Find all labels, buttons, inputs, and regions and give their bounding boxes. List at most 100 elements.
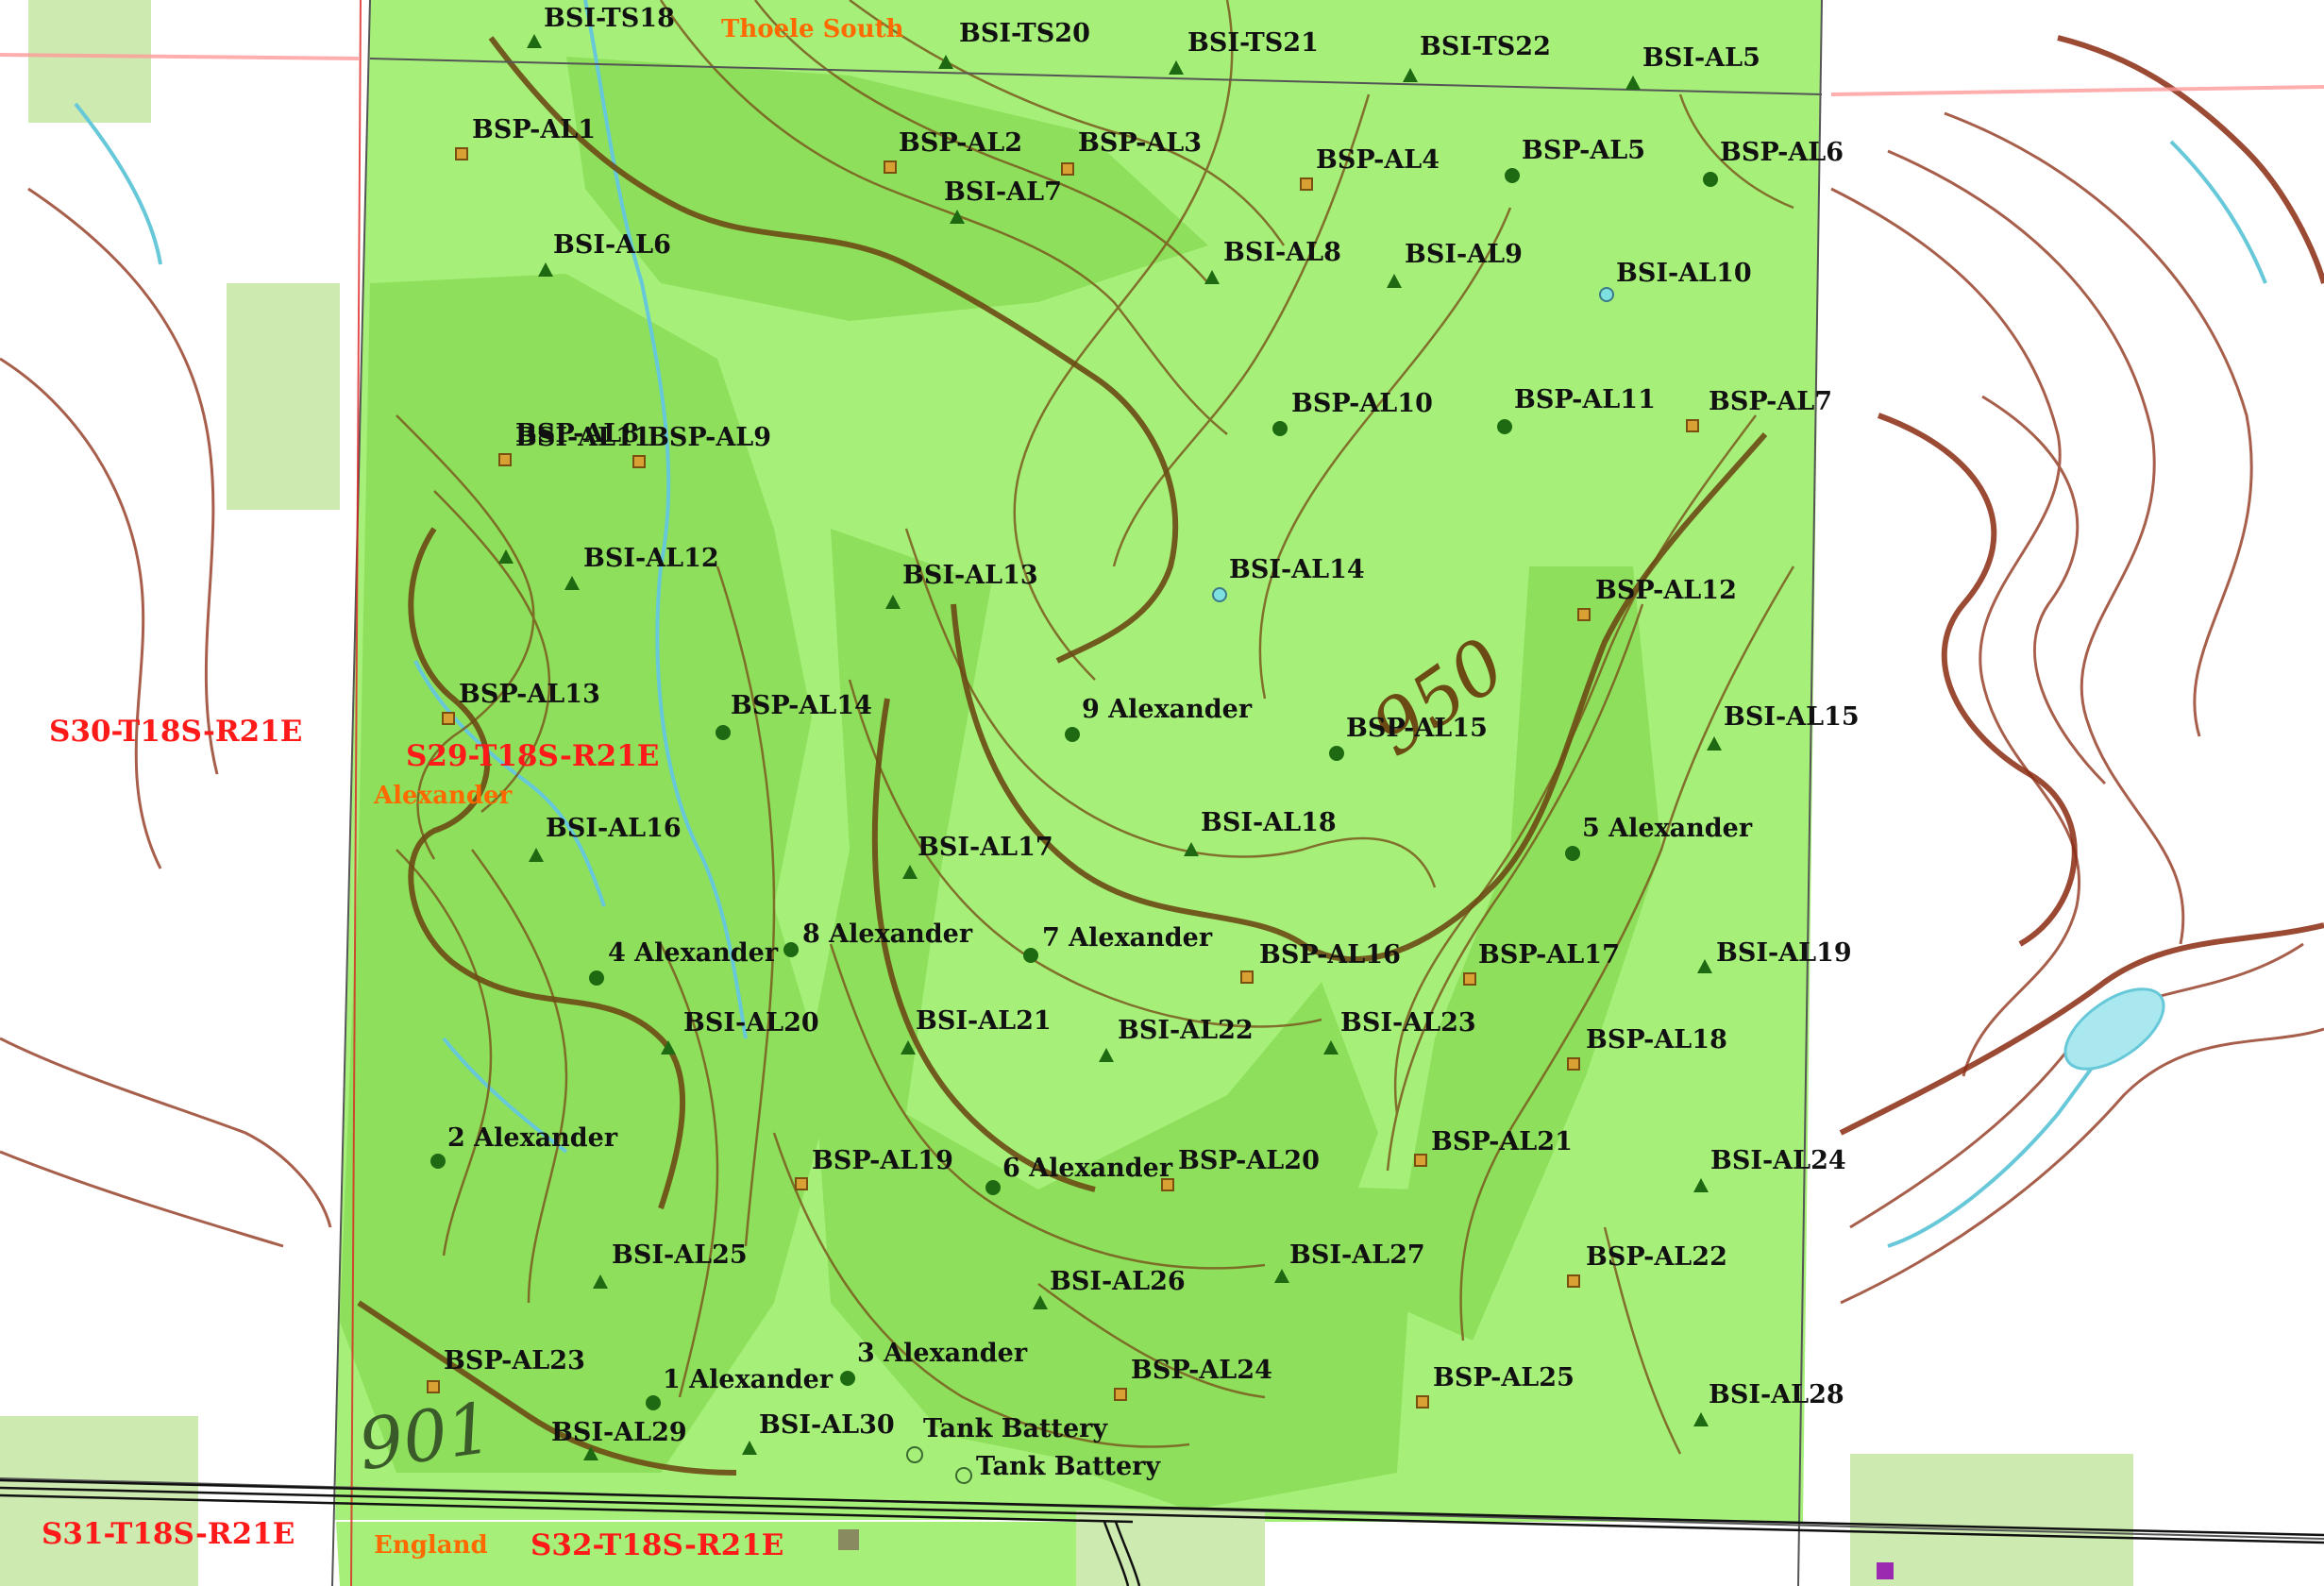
injection-symbol-bsi-al20-icon[interactable] bbox=[661, 1040, 676, 1055]
producer-symbol-bsp-al19-icon[interactable] bbox=[795, 1177, 808, 1190]
oil-well-symbol-9-alexander-icon[interactable] bbox=[1065, 727, 1080, 742]
oil-well-symbol-7-alexander-icon[interactable] bbox=[1023, 948, 1038, 963]
well-label-bsp-al14: BSP-AL14 bbox=[731, 691, 872, 720]
injection-symbol-bsi-al7-icon[interactable] bbox=[950, 210, 965, 224]
producer-symbol-bsp-al1-icon[interactable] bbox=[455, 147, 468, 160]
well-label-bsp-al11: BSP-AL11 bbox=[1514, 385, 1656, 414]
producer-symbol-bsp-al3-icon[interactable] bbox=[1061, 162, 1074, 176]
injection-symbol-bsi-al30-icon[interactable] bbox=[742, 1441, 757, 1455]
injection-symbol-bsi-al21-icon[interactable] bbox=[901, 1040, 916, 1055]
injection-symbol-bsi-al15-icon[interactable] bbox=[1707, 736, 1722, 751]
injection-symbol-bsi-ts21-icon[interactable] bbox=[1169, 60, 1184, 75]
producer-symbol-bsp-al9-icon[interactable] bbox=[632, 455, 646, 468]
well-label-3-alexander: 3 Alexander bbox=[857, 1339, 1028, 1368]
producer-symbol-bsp-al18-icon[interactable] bbox=[1567, 1057, 1580, 1071]
well-label-bsi-al14: BSI-AL14 bbox=[1229, 555, 1365, 584]
injection-symbol-bsi-al5-icon[interactable] bbox=[1625, 76, 1641, 90]
oil-well-symbol-5-alexander-icon[interactable] bbox=[1565, 846, 1580, 861]
oil-well-symbol-bsp-al10-icon[interactable] bbox=[1272, 421, 1288, 436]
well-label-bsi-al23: BSI-AL23 bbox=[1340, 1008, 1476, 1038]
producer-symbol-bsp-al24-icon[interactable] bbox=[1114, 1388, 1127, 1401]
injection-symbol-bsi-al29-icon[interactable] bbox=[583, 1446, 598, 1460]
injection-symbol-bsi-al23-icon[interactable] bbox=[1323, 1040, 1339, 1055]
injection-symbol-bsi-al26-icon[interactable] bbox=[1033, 1295, 1048, 1309]
injection-symbol-bsi-al17-icon[interactable] bbox=[902, 865, 918, 879]
oil-well-symbol-3-alexander-icon[interactable] bbox=[840, 1371, 855, 1386]
producer-symbol-bsp-al23-icon[interactable] bbox=[427, 1380, 440, 1393]
well-label-tank-battery: Tank Battery bbox=[923, 1414, 1108, 1443]
producer-symbol-bsp-al2-icon[interactable] bbox=[884, 160, 897, 174]
oil-well-symbol-bsp-al5-icon[interactable] bbox=[1505, 168, 1520, 183]
oil-well-symbol-bsp-al14-icon[interactable] bbox=[716, 725, 731, 740]
offlease-green-2 bbox=[227, 283, 340, 510]
producer-symbol-bsp-al21-icon[interactable] bbox=[1414, 1154, 1427, 1167]
injection-symbol-bsi-al8-icon[interactable] bbox=[1204, 270, 1220, 284]
well-label-bsi-al9: BSI-AL9 bbox=[1405, 240, 1523, 269]
well-label-bsp-al22: BSP-AL22 bbox=[1586, 1242, 1727, 1272]
injection-symbol-bsi-al13-icon[interactable] bbox=[885, 595, 901, 609]
well-label-bsi-al20: BSI-AL20 bbox=[683, 1008, 819, 1038]
oil-well-symbol-2-alexander-icon[interactable] bbox=[430, 1154, 446, 1169]
well-label-bsi-al5: BSI-AL5 bbox=[1642, 43, 1760, 73]
injection-symbol-bsi-ts20-icon[interactable] bbox=[938, 55, 953, 69]
producer-symbol-bsp-al8-icon[interactable] bbox=[498, 453, 512, 466]
injection-symbol-bsi-al28-icon[interactable] bbox=[1693, 1412, 1709, 1426]
well-label-bsi-al17: BSI-AL17 bbox=[918, 833, 1053, 862]
oil-well-symbol-bsp-al6-icon[interactable] bbox=[1703, 172, 1718, 187]
producer-symbol-bsp-al16-icon[interactable] bbox=[1240, 970, 1254, 984]
well-label-bsp-al16: BSP-AL16 bbox=[1259, 940, 1401, 970]
well-label-bsi-al15: BSI-AL15 bbox=[1724, 702, 1860, 732]
producer-symbol-bsp-al13-icon[interactable] bbox=[442, 712, 455, 725]
injection-symbol-bsi-al19-icon[interactable] bbox=[1697, 959, 1712, 973]
well-label-bsi-ts20: BSI-TS20 bbox=[959, 19, 1090, 48]
oil-well-symbol-bsp-al11-icon[interactable] bbox=[1497, 419, 1512, 434]
well-label-bsi-al13: BSI-AL13 bbox=[902, 561, 1038, 590]
producer-symbol-bsp-al20-icon[interactable] bbox=[1161, 1178, 1174, 1191]
water-well-symbol-bsi-al10-icon[interactable] bbox=[1599, 287, 1614, 302]
pond bbox=[2063, 987, 2165, 1071]
well-label-bsp-al4: BSP-AL4 bbox=[1316, 145, 1440, 175]
well-label-bsp-al25: BSP-AL25 bbox=[1433, 1363, 1575, 1392]
well-label-bsp-al1: BSP-AL1 bbox=[472, 115, 597, 144]
injection-symbol-bsi-al18-icon[interactable] bbox=[1184, 842, 1199, 856]
producer-symbol-bsp-al22-icon[interactable] bbox=[1567, 1274, 1580, 1288]
producer-symbol-bsp-al17-icon[interactable] bbox=[1463, 972, 1476, 986]
injection-symbol-bsi-al25-icon[interactable] bbox=[593, 1274, 608, 1289]
injection-symbol-bsi-al9-icon[interactable] bbox=[1387, 274, 1402, 288]
well-label-bsi-al26: BSI-AL26 bbox=[1050, 1267, 1186, 1296]
tank-battery-symbol-tank-battery-icon[interactable] bbox=[955, 1467, 972, 1484]
injection-symbol-bsi-ts18-icon[interactable] bbox=[527, 34, 542, 48]
well-label-bsi-ts18: BSI-TS18 bbox=[544, 4, 675, 33]
oil-well-symbol-bsp-al15-icon[interactable] bbox=[1329, 746, 1344, 761]
injection-symbol-bsi-al27-icon[interactable] bbox=[1274, 1269, 1289, 1283]
contour-label-901: 901 bbox=[353, 1387, 497, 1487]
tank-battery-symbol-tank-battery-icon[interactable] bbox=[906, 1446, 923, 1463]
well-label-bsi-al28: BSI-AL28 bbox=[1709, 1380, 1844, 1409]
water-well-symbol-bsi-al14-icon[interactable] bbox=[1212, 587, 1227, 602]
producer-symbol-bsp-al25-icon[interactable] bbox=[1416, 1395, 1429, 1409]
oil-well-symbol-4-alexander-icon[interactable] bbox=[589, 970, 604, 986]
well-label-1-alexander: 1 Alexander bbox=[663, 1365, 834, 1394]
injection-symbol-bsi-ts22-icon[interactable] bbox=[1403, 68, 1418, 82]
well-label-bsp-al5: BSP-AL5 bbox=[1522, 136, 1646, 165]
oil-well-symbol-1-alexander-icon[interactable] bbox=[646, 1395, 661, 1410]
injection-symbol-bsi-al24-icon[interactable] bbox=[1693, 1178, 1709, 1192]
well-label-bsi-al8: BSI-AL8 bbox=[1223, 238, 1341, 267]
injection-symbol-bsi-al12-icon[interactable] bbox=[564, 576, 580, 590]
well-label-bsp-al6: BSP-AL6 bbox=[1720, 138, 1844, 167]
oil-well-symbol-6-alexander-icon[interactable] bbox=[985, 1180, 1001, 1195]
roads bbox=[0, 1478, 2324, 1586]
oil-well-symbol-8-alexander-icon[interactable] bbox=[783, 942, 799, 957]
section-label-s29: S29-T18S-R21E bbox=[406, 739, 660, 773]
well-label-bsp-al20: BSP-AL20 bbox=[1178, 1146, 1320, 1175]
producer-symbol-bsp-al7-icon[interactable] bbox=[1686, 419, 1699, 432]
producer-symbol-bsp-al12-icon[interactable] bbox=[1577, 608, 1591, 621]
injection-symbol-bsi-al22-icon[interactable] bbox=[1099, 1048, 1114, 1062]
injection-symbol-bsi-al16-icon[interactable] bbox=[529, 848, 544, 862]
well-label-bsp-al12: BSP-AL12 bbox=[1595, 576, 1737, 605]
well-label-bsi-al10: BSI-AL10 bbox=[1616, 259, 1752, 288]
injection-symbol-bsi-al11-icon[interactable] bbox=[498, 549, 514, 564]
injection-symbol-bsi-al6-icon[interactable] bbox=[538, 262, 553, 277]
producer-symbol-bsp-al4-icon[interactable] bbox=[1300, 177, 1313, 191]
